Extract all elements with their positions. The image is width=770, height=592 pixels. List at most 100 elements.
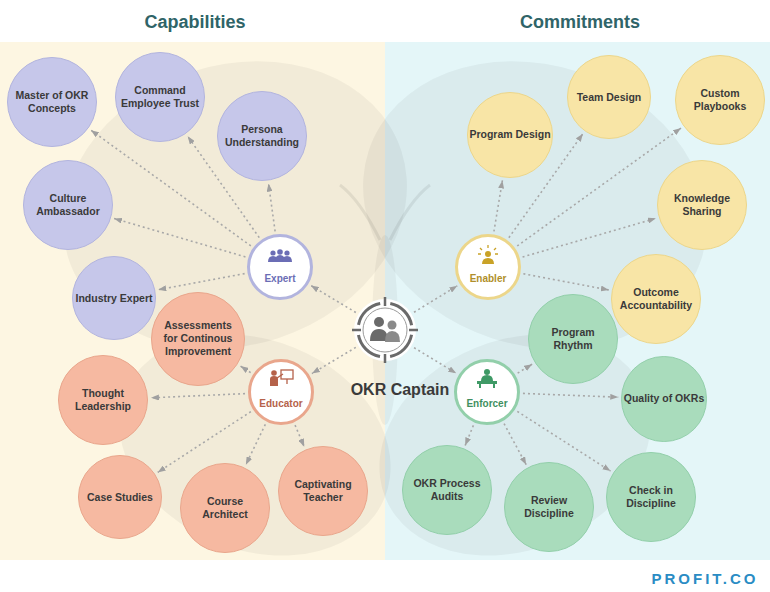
topic-circle: Master of OKR Concepts: [7, 57, 97, 147]
dotted-arrow: [151, 394, 245, 398]
dotted-arrow: [114, 218, 245, 256]
topic-label: Quality of OKRs: [624, 392, 705, 405]
topic-circle: Persona Understanding: [217, 91, 307, 181]
topic-label: Assessments for Continous Improvement: [157, 319, 239, 358]
dotted-arrow: [158, 274, 244, 290]
topic-label: Program Design: [469, 128, 550, 141]
butterfly-wing: [86, 295, 424, 592]
topic-circle: Culture Ambassador: [23, 160, 113, 250]
topic-circle: Industry Expert: [72, 256, 156, 340]
topic-circle: Program Rhythm: [528, 294, 618, 384]
dotted-arrow: [494, 180, 503, 231]
person-body: [282, 256, 292, 262]
dotted-arrow: [158, 412, 251, 473]
topic-circle: Custom Playbooks: [675, 55, 765, 145]
topic-circle: Check in Discipline: [606, 452, 696, 542]
antenna: [340, 185, 380, 240]
topic-circle: Captivating Teacher: [278, 446, 368, 536]
topic-label: Captivating Teacher: [282, 478, 364, 504]
brand-logo: PROFIT.CO: [651, 570, 758, 587]
role-circle: Enforcer: [454, 359, 520, 425]
person-head: [271, 370, 277, 376]
dotted-arrow: [523, 274, 608, 290]
desk: [477, 381, 497, 384]
topic-label: Check in Discipline: [610, 484, 692, 510]
topic-label: Industry Expert: [75, 292, 152, 305]
topic-circle: Knowledge Sharing: [657, 160, 747, 250]
dotted-arrow: [311, 286, 356, 313]
board-stand: [286, 379, 287, 384]
person-body: [270, 376, 278, 386]
person-head: [374, 317, 384, 327]
dotted-arrow: [246, 424, 265, 464]
topic-label: Program Rhythm: [532, 326, 614, 352]
person-head: [485, 251, 491, 257]
captain-icon: [352, 297, 418, 363]
topic-label: Command Employee Trust: [119, 84, 201, 110]
captain-label: OKR Captain: [351, 381, 450, 399]
topic-label: Custom Playbooks: [679, 87, 761, 113]
dotted-arrow: [523, 393, 618, 397]
dotted-arrow: [414, 348, 456, 374]
topic-circle: Review Discipline: [504, 462, 594, 552]
target-ring: [358, 303, 412, 357]
desk-legs: [479, 384, 495, 388]
person-body: [482, 258, 494, 264]
dotted-arrow: [312, 347, 356, 373]
dotted-arrow: [414, 286, 457, 312]
role-label: Educator: [259, 398, 302, 410]
topic-circle: Command Employee Trust: [115, 52, 205, 142]
dotted-arrow: [269, 184, 276, 232]
antenna: [390, 185, 430, 240]
topic-circle: Team Design: [567, 55, 651, 139]
topic-circle: Case Studies: [78, 455, 162, 539]
educator-icon: [270, 370, 293, 386]
topic-circle: Program Design: [467, 92, 553, 178]
person-head: [388, 321, 397, 330]
rays: [478, 245, 498, 254]
enforcer-icon: [477, 369, 497, 388]
dotted-arrow: [465, 425, 473, 445]
butterfly-wing: [346, 295, 684, 592]
topic-label: OKR Process Audits: [406, 477, 488, 503]
topic-label: Culture Ambassador: [27, 192, 109, 218]
topic-circle: Thought Leadership: [58, 355, 148, 445]
section-heading: Capabilities: [144, 12, 245, 33]
role-label: Enabler: [470, 273, 507, 285]
topic-circle: OKR Process Audits: [402, 445, 492, 535]
dotted-arrow: [517, 411, 610, 471]
person-body: [268, 256, 278, 262]
role-circle: Enabler: [455, 234, 521, 300]
topic-circle: Outcome Accountability: [611, 254, 701, 344]
topic-label: Master of OKR Concepts: [11, 89, 93, 115]
role-label: Enforcer: [466, 398, 507, 410]
topic-label: Persona Understanding: [221, 123, 303, 149]
person-head: [284, 250, 289, 255]
person-head: [484, 369, 490, 375]
butterfly-silhouette: [25, 18, 744, 592]
enabler-icon: [478, 245, 498, 264]
topic-label: Team Design: [577, 91, 642, 104]
expert-icon: [268, 249, 292, 262]
topic-label: Course Architect: [184, 495, 266, 521]
topic-label: Knowledge Sharing: [661, 192, 743, 218]
person-body: [370, 329, 388, 341]
dotted-arrow: [295, 425, 304, 447]
butterfly-antennae: [340, 185, 430, 240]
pointing-arm: [277, 374, 283, 378]
topic-circle: Assessments for Continous Improvement: [151, 292, 246, 387]
dotted-arrow: [504, 424, 526, 465]
section-heading: Commitments: [520, 12, 640, 33]
role-circle: Educator: [248, 359, 314, 425]
person-body: [275, 255, 285, 262]
dotted-arrow: [523, 218, 656, 257]
person-body: [481, 375, 493, 381]
topic-circle: Quality of OKRs: [621, 356, 707, 442]
topic-label: Outcome Accountability: [615, 286, 697, 312]
person-head: [277, 249, 283, 255]
captain-circle: OKR Captain: [354, 299, 416, 361]
board: [281, 370, 293, 379]
dotted-arrow: [240, 366, 250, 373]
topic-label: Case Studies: [87, 491, 153, 504]
role-circle: Expert: [247, 234, 313, 300]
